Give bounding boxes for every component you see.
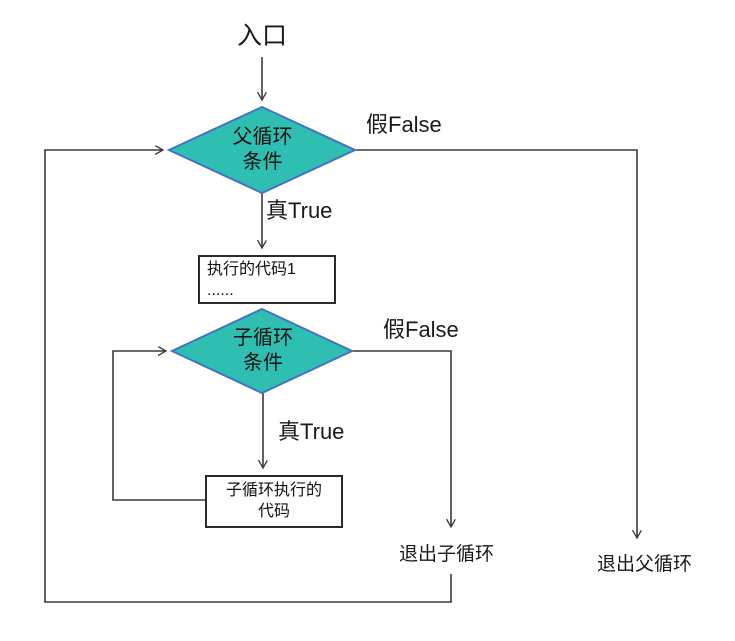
child-code-box-line1: 子循环执行的	[225, 482, 322, 499]
connector-exitchild-loopback-to-parent	[44, 150, 452, 603]
child-condition-diamond	[169, 307, 355, 395]
child-condition-line2: 条件	[243, 352, 283, 374]
parent-condition-line2: 条件	[242, 151, 283, 173]
parent-true-label: 真True	[266, 198, 333, 223]
parent-condition-line1: 父循环	[232, 126, 293, 148]
connector-parent-false-to-exit	[355, 149, 637, 538]
child-code-box: 子循环执行的 代码	[205, 475, 343, 528]
child-false-label: 假False	[383, 317, 459, 342]
connector-childcode-loopback	[112, 351, 205, 501]
child-condition-label: 子循环 条件	[173, 326, 353, 376]
exit-parent-loop-label: 退出父循环	[597, 554, 693, 575]
code-box-1: 执行的代码1 ......	[198, 255, 336, 304]
parent-condition-label: 父循环 条件	[170, 125, 355, 175]
entry-label: 入口	[236, 22, 287, 50]
child-code-box-line2: 代码	[257, 503, 290, 520]
parent-condition-diamond	[166, 105, 358, 195]
child-condition-line1: 子循环	[233, 327, 293, 349]
code-box-1-line2: ......	[207, 282, 234, 299]
child-true-label: 真True	[278, 419, 345, 444]
connector-child-false-to-exit	[352, 350, 451, 527]
parent-false-label: 假False	[366, 112, 442, 137]
exit-child-loop-label: 退出子循环	[399, 544, 495, 565]
code-box-1-line1: 执行的代码1	[207, 261, 296, 278]
